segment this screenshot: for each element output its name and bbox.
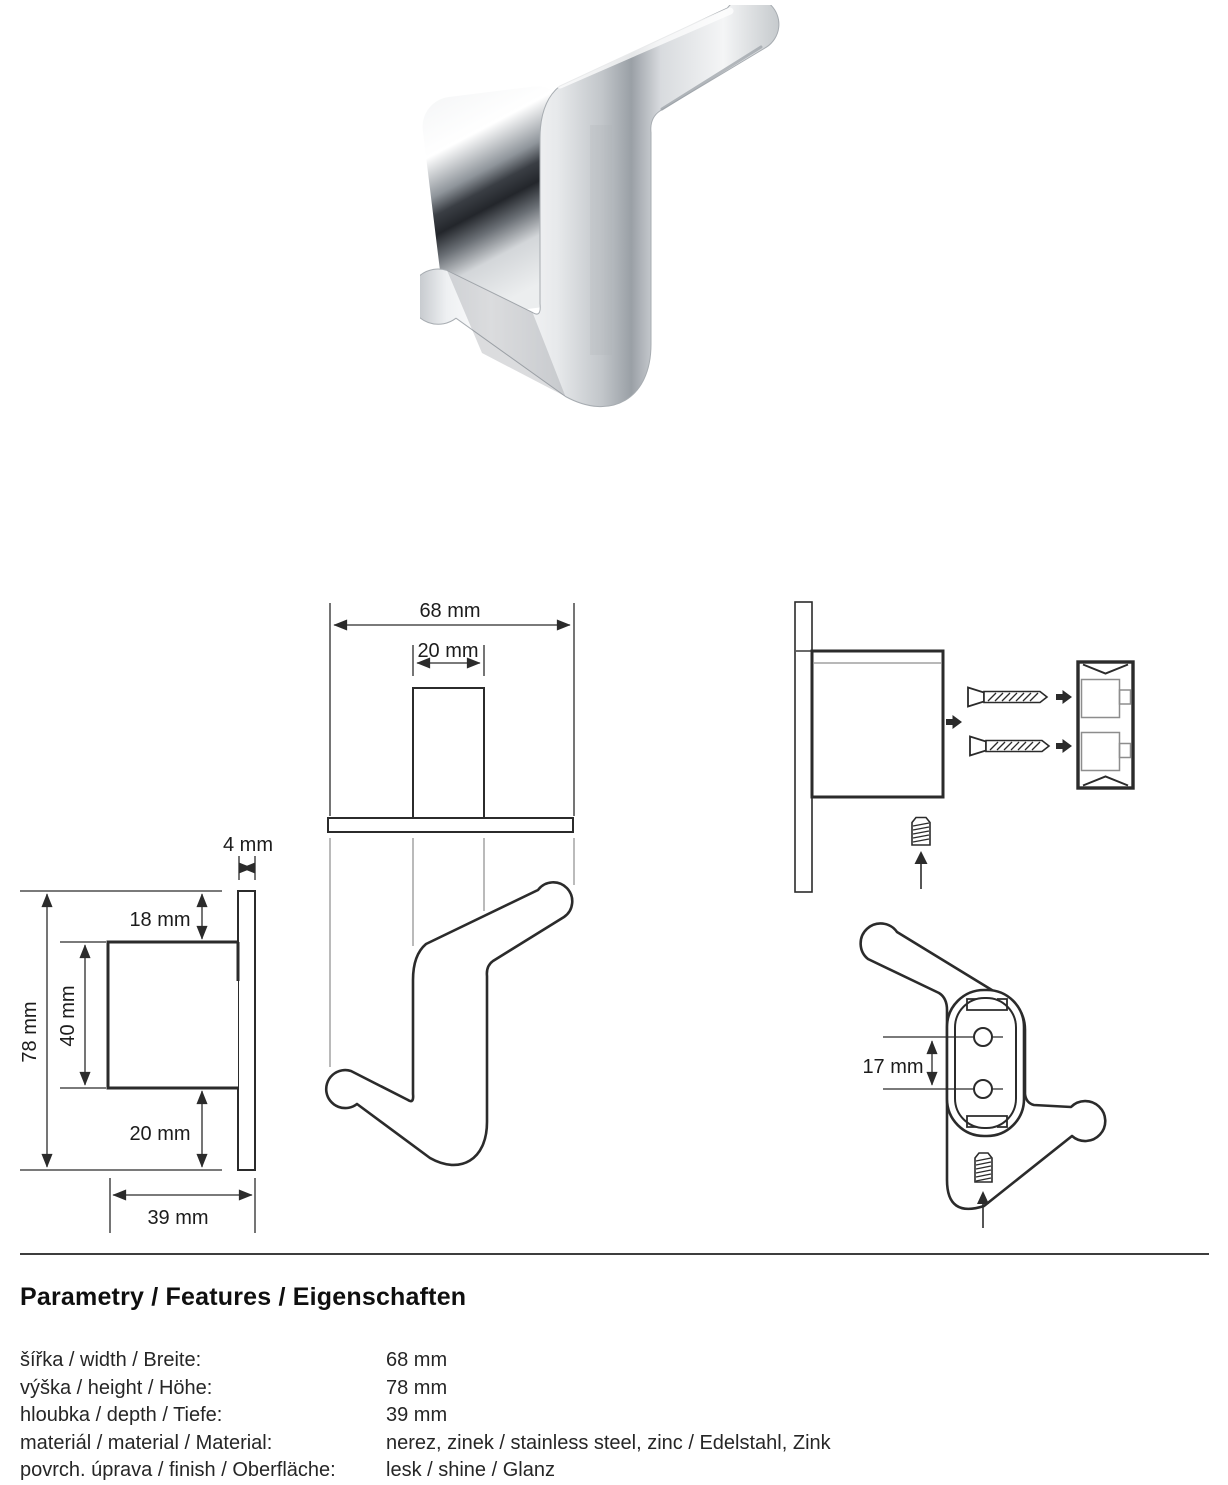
rear-extension-lines <box>883 1036 1003 1090</box>
param-label-finish: povrch. úprava / finish / Oberfläche: <box>20 1459 336 1481</box>
arrow-up-icon <box>914 851 928 889</box>
arrow-right-icon <box>1056 690 1072 704</box>
dim-label-40mm: 40 mm <box>57 985 79 1046</box>
dim-label-20mm-bottom: 20 mm <box>129 1123 190 1145</box>
param-label-height: výška / height / Höhe: <box>20 1376 213 1399</box>
screw-hole-icon <box>973 1079 993 1099</box>
arrow-right-icon <box>1056 739 1072 753</box>
side-view-drawing: 4 mm 18 mm 40 mm 78 mm 20 mm 39 mm <box>19 834 273 1233</box>
assembly-drawing <box>794 601 1135 893</box>
front-extension-lines <box>329 603 575 816</box>
param-value-height: 78 mm <box>386 1376 448 1399</box>
mounting-plate-oval <box>945 988 1026 1138</box>
param-value-material: nerez, zinek / stainless steel, zinc / E… <box>386 1431 831 1454</box>
dim-label-78mm: 78 mm <box>19 1001 41 1062</box>
dim-label-39mm: 39 mm <box>147 1207 208 1229</box>
dim-label-20mm-top: 20 mm <box>417 640 478 662</box>
rear-view-drawing: 17 mm <box>859 922 1107 1228</box>
screw-icon <box>967 686 1049 708</box>
table-row: povrch. úprava / finish / Oberfläche: le… <box>20 1457 1210 1485</box>
parameters-heading: Parametry / Features / Eigenschaften <box>20 1283 467 1311</box>
param-label-width: šířka / width / Breite: <box>20 1349 202 1371</box>
table-row: materiál / material / Material: nerez, z… <box>20 1430 1210 1458</box>
table-row: výška / height / Höhe: 78 mm <box>20 1375 1210 1403</box>
wall-plate-side <box>794 601 813 893</box>
side-dimension-lines <box>41 862 256 1201</box>
parameters-table: šířka / width / Breite: 68 mm výška / he… <box>20 1347 1210 1485</box>
front-view-drawing: 68 mm 20 mm <box>324 600 575 1167</box>
dim-label-68mm: 68 mm <box>419 600 480 622</box>
arrow-right-icon <box>946 715 962 729</box>
separator-line <box>20 1253 1209 1255</box>
dim-label-4mm: 4 mm <box>223 834 273 856</box>
set-screw-icon <box>911 816 931 846</box>
screw-icon <box>969 735 1051 757</box>
hook-body-side <box>810 649 945 799</box>
dim-label-17mm: 17 mm <box>862 1056 923 1078</box>
table-row: hloubka / depth / Tiefe: 39 mm <box>20 1402 1210 1430</box>
product-photo <box>420 5 780 407</box>
side-extension-lines <box>20 856 256 1233</box>
wall-anchor-icon <box>1076 660 1135 790</box>
front-hook-outline <box>324 881 574 1167</box>
projection-lines <box>329 838 575 1067</box>
screw-hole-icon <box>973 1027 993 1047</box>
table-row: šířka / width / Breite: 68 mm <box>20 1347 1210 1375</box>
front-dimension-lines <box>333 619 571 669</box>
dim-label-18mm: 18 mm <box>129 909 190 931</box>
top-view-part <box>327 687 574 833</box>
param-value-finish: lesk / shine / Glanz <box>386 1459 555 1481</box>
param-label-material: materiál / material / Material: <box>20 1431 273 1454</box>
arrow-up-icon <box>977 1191 989 1228</box>
param-value-depth: 39 mm <box>386 1404 448 1426</box>
param-label-depth: hloubka / depth / Tiefe: <box>20 1404 223 1426</box>
param-value-width: 68 mm <box>386 1349 448 1371</box>
set-screw-icon <box>974 1152 993 1183</box>
side-view-part <box>106 890 256 1171</box>
hook-body-photo <box>420 5 780 407</box>
